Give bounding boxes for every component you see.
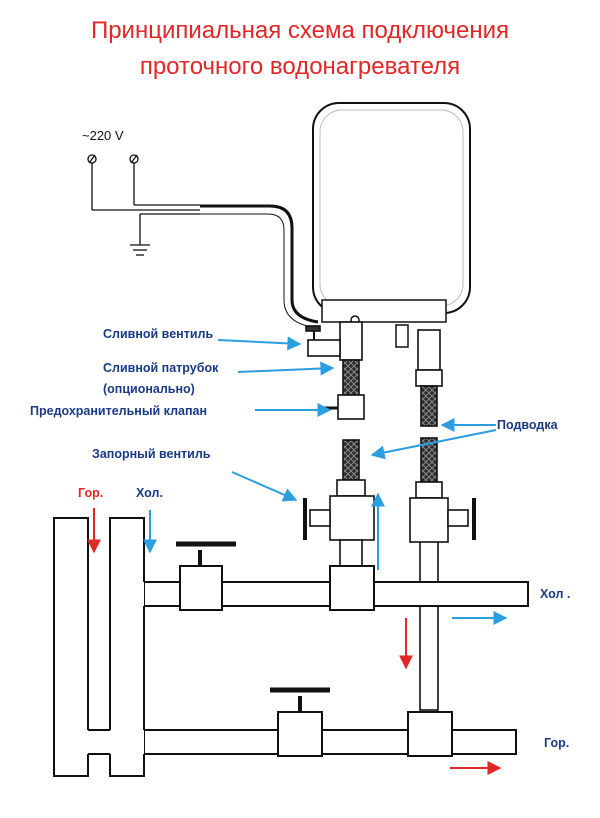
flow-label-hot-right: Гор.: [544, 736, 570, 750]
power-wiring: [87, 154, 319, 329]
shutoff-valve-left: [303, 495, 375, 571]
diagram-title-line2: проточного водонагревателя: [139, 53, 461, 80]
cold-main-pipe: [143, 541, 529, 611]
arrow-connection-left: [370, 429, 497, 460]
hot-main-pipe: [87, 687, 517, 757]
label-connection: Подводка: [497, 418, 558, 432]
tank-bottom-base: [321, 299, 447, 323]
label-drain-pipe: Сливной патрубок: [103, 361, 219, 375]
arrow-shutoff-valve: [231, 471, 298, 502]
water-heater-tank: [312, 102, 471, 325]
drain-valve-body: [307, 339, 341, 357]
shutoff-valve-right: [409, 497, 476, 543]
label-safety-valve: Предохранительный клапан: [30, 404, 208, 418]
arrow-drain-pipe: [237, 361, 335, 376]
flow-label-cold-top: Хол.: [136, 486, 163, 500]
label-drain-pipe-note: (опционально): [103, 382, 195, 396]
label-shutoff-valve: Запорный вентиль: [92, 447, 211, 461]
hot-outlet-stub: [395, 324, 409, 348]
flow-label-cold-right: Хол .: [540, 587, 571, 601]
flow-label-hot-top: Гор.: [78, 486, 104, 500]
arrow-drain-valve: [217, 336, 302, 351]
voltage-label: ~220 V: [82, 128, 124, 143]
diagram-title-line1: Принципиальная схема подключения: [90, 17, 510, 44]
label-drain-valve: Сливной вентиль: [103, 327, 214, 341]
